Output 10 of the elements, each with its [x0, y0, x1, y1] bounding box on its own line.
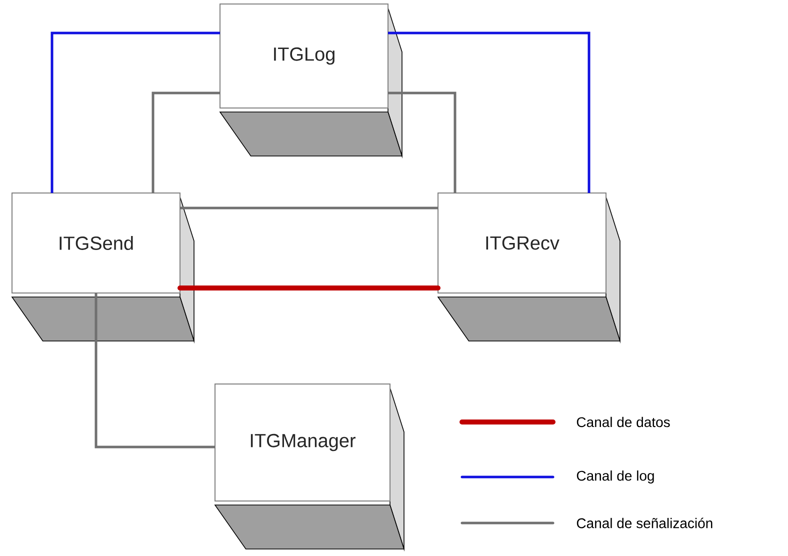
connector-line	[50, 32, 220, 193]
connector-line	[180, 206, 438, 210]
legend-label: Canal de datos	[576, 416, 670, 428]
legend-label: Canal de log	[576, 470, 654, 484]
connector-line	[388, 92, 456, 193]
connector-line	[152, 92, 220, 193]
connector-line	[94, 293, 215, 448]
connector-line	[178, 286, 440, 290]
legend-label: Canal de señalización	[576, 518, 712, 528]
connector-line	[388, 32, 590, 193]
